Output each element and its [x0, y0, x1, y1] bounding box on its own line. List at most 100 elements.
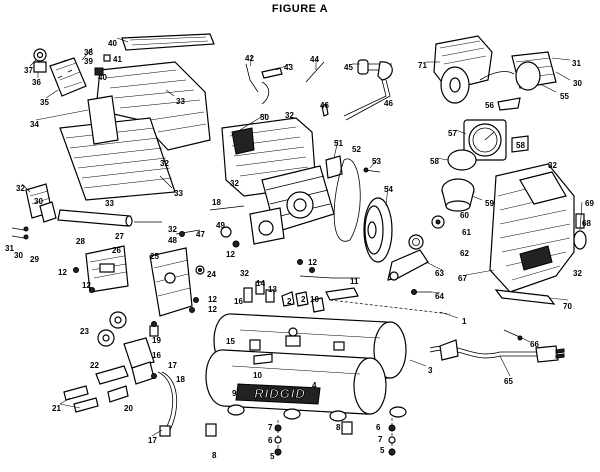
- callout-16: 16: [234, 297, 243, 306]
- callout-30: 30: [34, 197, 43, 206]
- callout-14: 14: [256, 279, 265, 288]
- callout-12: 12: [58, 268, 67, 277]
- callout-8: 8: [336, 423, 341, 432]
- callout-16: 16: [152, 351, 161, 360]
- callout-36: 36: [32, 78, 41, 87]
- callout-37: 37: [24, 66, 33, 75]
- cylinder-head-assembly: [433, 35, 557, 111]
- callout-66: 66: [530, 340, 539, 349]
- callout-47: 47: [196, 230, 205, 239]
- callout-46: 46: [384, 99, 393, 108]
- callout-41: 41: [113, 55, 122, 64]
- motor-pump-assembly: [209, 117, 393, 263]
- callout-33: 33: [174, 189, 183, 198]
- callout-67: 67: [458, 274, 467, 283]
- callout-54: 54: [384, 185, 393, 194]
- hoses-and-fittings: [245, 59, 393, 121]
- twin-air-tanks: [205, 313, 407, 456]
- callout-8: 8: [212, 451, 217, 460]
- callout-25: 25: [150, 252, 159, 261]
- rear-shroud-assembly: [489, 163, 587, 305]
- callout-12: 12: [226, 250, 235, 259]
- callout-12: 12: [308, 258, 317, 267]
- callout-32: 32: [285, 111, 294, 120]
- callout-49: 49: [216, 221, 225, 230]
- callout-68: 68: [582, 219, 591, 228]
- callout-58: 58: [430, 157, 439, 166]
- callout-12: 12: [82, 281, 91, 290]
- callout-58: 58: [516, 141, 525, 150]
- callout-45: 45: [344, 63, 353, 72]
- callout-46: 46: [320, 101, 329, 110]
- callout-43: 43: [284, 63, 293, 72]
- callout-40: 40: [98, 73, 107, 82]
- callout-20: 20: [124, 404, 133, 413]
- callout-10: 10: [253, 371, 262, 380]
- callout-5: 5: [270, 452, 275, 461]
- callout-51: 51: [334, 139, 343, 148]
- gauge-filter-assembly: [387, 119, 529, 295]
- callout-32: 32: [16, 184, 25, 193]
- callout-5: 5: [380, 446, 385, 455]
- callout-2: 2: [287, 297, 292, 306]
- callout-32: 32: [573, 269, 582, 278]
- callout-11: 11: [350, 277, 359, 286]
- callout-42: 42: [245, 54, 254, 63]
- callout-29: 29: [30, 255, 39, 264]
- callout-30: 30: [14, 251, 23, 260]
- callout-13: 13: [268, 285, 277, 294]
- callout-48: 48: [168, 236, 177, 245]
- callout-32: 32: [160, 159, 169, 168]
- callout-15: 15: [226, 337, 235, 346]
- callout-32: 32: [548, 161, 557, 170]
- callout-65: 65: [504, 377, 513, 386]
- callout-39: 39: [84, 57, 93, 66]
- tank-fittings: [223, 275, 451, 335]
- callout-56: 56: [485, 101, 494, 110]
- callout-12: 12: [208, 295, 217, 304]
- side-bracket-assembly: [11, 183, 201, 240]
- callout-19: 19: [152, 336, 161, 345]
- callout-50: 50: [260, 113, 269, 122]
- callout-3: 3: [428, 366, 433, 375]
- callout-70: 70: [563, 302, 572, 311]
- brackets-and-screws: [73, 245, 315, 317]
- callout-53: 53: [372, 157, 381, 166]
- callout-7: 7: [378, 435, 383, 444]
- callout-59: 59: [485, 199, 494, 208]
- shroud-assembly: [33, 33, 215, 201]
- callout-18: 18: [212, 198, 221, 207]
- callout-31: 31: [572, 59, 581, 68]
- callout-28: 28: [76, 237, 85, 246]
- callout-7: 7: [268, 423, 273, 432]
- callout-31: 31: [5, 244, 14, 253]
- leader-lines: [21, 37, 583, 437]
- callout-40: 40: [108, 39, 117, 48]
- regulator-manifold: [63, 311, 178, 437]
- callout-6: 6: [268, 436, 273, 445]
- callout-55: 55: [560, 92, 569, 101]
- brand-logo-text: RIDGID: [254, 386, 306, 401]
- callout-57: 57: [448, 129, 457, 138]
- callout-24: 24: [207, 270, 216, 279]
- callout-34: 34: [30, 120, 39, 129]
- callout-21: 21: [52, 404, 61, 413]
- callout-4: 4: [312, 381, 317, 390]
- power-cord: [429, 329, 565, 363]
- callout-33: 33: [105, 199, 114, 208]
- callout-18: 18: [176, 375, 185, 384]
- callout-1: 1: [462, 317, 467, 326]
- callout-17: 17: [168, 361, 177, 370]
- callout-61: 61: [462, 228, 471, 237]
- callout-63: 63: [435, 269, 444, 278]
- callout-35: 35: [40, 98, 49, 107]
- callout-32: 32: [168, 225, 177, 234]
- callout-6: 6: [376, 423, 381, 432]
- callout-52: 52: [352, 145, 361, 154]
- callout-32: 32: [240, 269, 249, 278]
- callout-9: 9: [232, 389, 237, 398]
- callout-71: 71: [418, 61, 427, 70]
- callout-30: 30: [573, 79, 582, 88]
